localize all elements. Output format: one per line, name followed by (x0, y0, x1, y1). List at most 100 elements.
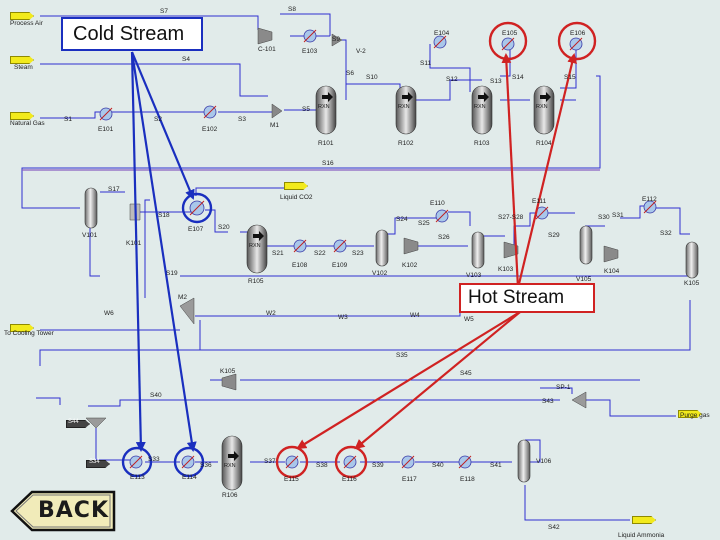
stream-label: S27-S28 (498, 214, 524, 221)
stream-label: S17 (108, 186, 120, 193)
stream-tag-s34-label: S34 (89, 459, 100, 465)
stream-label: S20 (218, 224, 230, 231)
product-arrow-liquid-ammonia (632, 516, 656, 524)
reactor-rxn-label: RXN (536, 104, 548, 110)
unit-label: K104 (604, 268, 620, 275)
unit-label: R101 (318, 140, 334, 147)
stream-label: S2 (154, 116, 162, 123)
stream-label: S32 (660, 230, 672, 237)
back-button[interactable]: BACK (10, 490, 116, 532)
stream-label: S15 (564, 74, 576, 81)
unit-label: E113 (130, 474, 145, 481)
unit-label: E104 (434, 30, 450, 37)
unit-label: E111 (532, 198, 547, 205)
feed-arrow-steam (10, 56, 34, 64)
stream-label: S33 (148, 456, 160, 463)
stream-label: S40 (150, 392, 162, 399)
hot-stream-callout: Hot Stream (459, 283, 595, 313)
unit-label: K105 (684, 280, 700, 287)
feed-label-natural-gas: Natural Gas (10, 120, 45, 127)
unit-label: R105 (248, 278, 264, 285)
unit-label: V106 (536, 458, 552, 465)
stream-label: S40 (432, 462, 444, 469)
unit-label: E116 (342, 476, 357, 483)
stream-label: S5 (302, 106, 310, 113)
reactor-rxn-label: RXN (224, 463, 236, 469)
unit-label: R106 (222, 492, 238, 499)
stream-label: S8 (288, 6, 296, 13)
unit-label: K102 (402, 262, 418, 269)
unit-label: E108 (292, 262, 308, 269)
stream-label: S25 (418, 220, 430, 227)
unit-label: E109 (332, 262, 348, 269)
back-arrow-icon (10, 490, 116, 532)
unit-label: E112 (642, 196, 657, 203)
unit-label: V103 (466, 272, 482, 279)
reactor-rxn-label: RXN (318, 104, 330, 110)
unit-label: V-2 (356, 48, 366, 55)
stream-label: S26 (438, 234, 450, 241)
unit-label: R104 (536, 140, 552, 147)
stream-label: W3 (338, 314, 348, 321)
product-arrow-cooling-tower (10, 324, 34, 332)
feed-label-process-air: Process Air (10, 20, 43, 27)
unit-label: E105 (502, 30, 518, 37)
product-label-liquid-ammonia: Liquid Ammonia (618, 532, 665, 539)
stream-label: S31 (612, 212, 624, 219)
stream-label: S12 (446, 76, 458, 83)
feed-arrow-natural-gas (10, 112, 34, 120)
unit-label: E101 (98, 126, 114, 133)
stream-label: S10 (366, 74, 378, 81)
stream-tag-s44-label: S44 (68, 419, 79, 425)
unit-label: V101 (82, 232, 98, 239)
stream-label: S38 (316, 462, 328, 469)
unit-label: R103 (474, 140, 490, 147)
unit-label: E110 (430, 200, 445, 207)
stream-label: S35 (396, 352, 408, 359)
stream-label: S14 (512, 74, 524, 81)
stream-label: S22 (314, 250, 326, 257)
stream-label: S18 (158, 212, 170, 219)
unit-label: M2 (178, 294, 188, 301)
stream-label: S7 (160, 8, 168, 15)
cold-stream-callout: Cold Stream (61, 17, 203, 51)
unit-label: K103 (498, 266, 514, 273)
product-label-cooling-tower: To Cooling Tower (4, 330, 54, 337)
stream-tag-s44 (66, 420, 90, 428)
unit-label: E117 (402, 476, 417, 483)
product-arrow-purge-gas (678, 410, 702, 418)
stream-label: S41 (490, 462, 502, 469)
stream-label: W6 (104, 310, 114, 317)
unit-label: V105 (576, 276, 592, 283)
flash-vessels (84, 187, 699, 483)
unit-label: E106 (570, 30, 586, 37)
stream-label: S43 (542, 398, 554, 405)
stream-label: S23 (352, 250, 364, 257)
stream-label: S39 (372, 462, 384, 469)
unit-label: SP-1 (556, 384, 571, 391)
unit-label: K105 (220, 368, 236, 375)
stream-label: S29 (548, 232, 560, 239)
stream-label: W4 (410, 312, 420, 319)
stream-label: S9 (332, 36, 340, 43)
stream-label: S6 (346, 70, 354, 77)
stream-label: W2 (266, 310, 276, 317)
stream-tag-s34 (86, 460, 110, 468)
heat-exchangers (99, 29, 657, 469)
stream-label: S16 (322, 160, 334, 167)
stream-label: S42 (548, 524, 560, 531)
unit-label: R102 (398, 140, 414, 147)
unit-label: E103 (302, 48, 318, 55)
unit-label: C-101 (258, 46, 276, 53)
unit-label: E114 (182, 474, 197, 481)
stream-label: S30 (598, 214, 610, 221)
product-arrow-liquid-co2 (284, 182, 308, 190)
back-button-label: BACK (38, 498, 109, 523)
reactor-rxn-label: RXN (398, 104, 410, 110)
product-label-purge-gas: Purge gas (680, 412, 710, 419)
stream-label: S24 (396, 216, 408, 223)
reactor-rxn-label: RXN (474, 104, 486, 110)
feed-label-steam: Steam (14, 64, 33, 71)
product-label-liquid-co2: Liquid CO2 (280, 194, 313, 201)
